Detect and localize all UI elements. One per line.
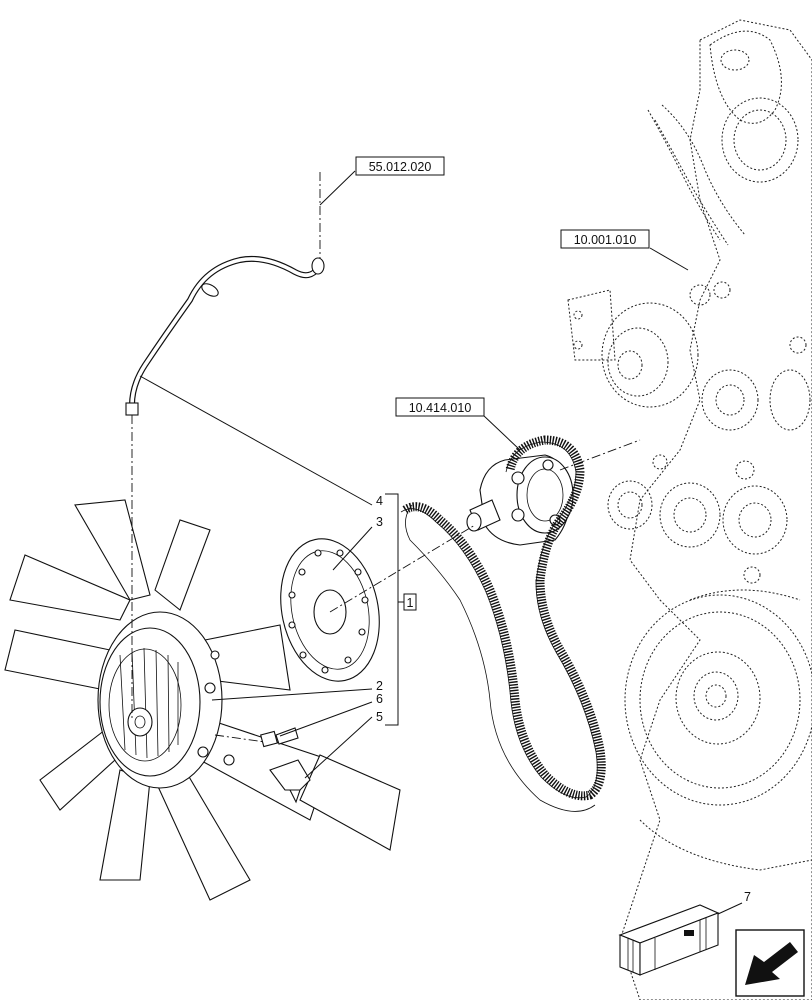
callout-5[interactable]: 5 bbox=[376, 710, 383, 724]
callout-4[interactable]: 4 bbox=[376, 494, 383, 508]
reference-box-pump[interactable]: 10.414.010 bbox=[395, 397, 485, 417]
engine-block bbox=[567, 19, 812, 1000]
reference-box-engine[interactable]: 10.001.010 bbox=[560, 229, 650, 249]
callout-3[interactable]: 3 bbox=[376, 515, 383, 529]
reference-box-pipe[interactable]: 55.012.020 bbox=[355, 156, 445, 176]
reference-engine-label: 10.001.010 bbox=[574, 233, 637, 247]
center-lines bbox=[131, 172, 641, 743]
arrow-back-icon[interactable] bbox=[735, 929, 805, 997]
callout-1: 1 bbox=[407, 596, 414, 610]
sensor-connector bbox=[269, 759, 311, 804]
leader-lines bbox=[139, 170, 743, 921]
callout-1-box[interactable]: 1 bbox=[403, 593, 417, 611]
oil-pipe bbox=[125, 255, 325, 416]
water-pump bbox=[466, 454, 574, 546]
fan-speed-sensor bbox=[260, 727, 299, 748]
callout-2[interactable]: 2 bbox=[376, 679, 383, 693]
drive-belt bbox=[400, 435, 606, 812]
hub-plate bbox=[280, 538, 380, 682]
kit-box-icon bbox=[618, 904, 720, 976]
callout-7[interactable]: 7 bbox=[744, 890, 751, 904]
reference-pipe-label: 55.012.020 bbox=[369, 160, 432, 174]
callout-6[interactable]: 6 bbox=[376, 692, 383, 706]
reference-pump-label: 10.414.010 bbox=[409, 401, 472, 415]
cooling-fan bbox=[4, 499, 401, 901]
